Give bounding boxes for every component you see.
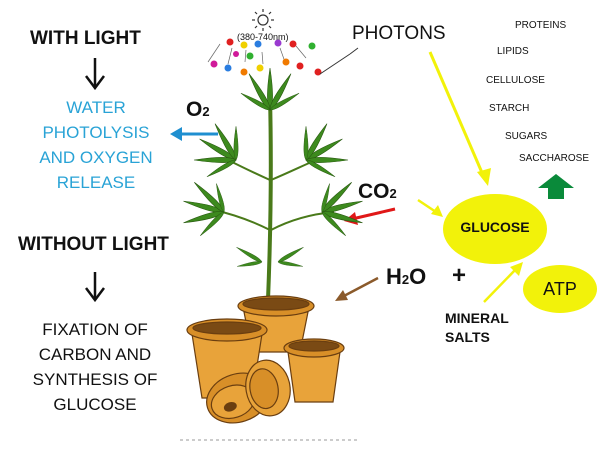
down-arrow-top: [85, 58, 105, 91]
photon-dot: [296, 62, 304, 70]
plus-sign: +: [452, 262, 467, 289]
co2-arrow: [344, 207, 396, 225]
fixation-line-2: CARBON AND: [38, 345, 152, 364]
green-up-arrow: [538, 174, 574, 199]
water-photolysis-text: WATER PHOTOLYSIS AND OXYGEN RELEASE: [36, 95, 156, 195]
photon-dot: [240, 41, 248, 49]
photon-dot: [289, 40, 297, 48]
fixation-text: FIXATION OF CARBON AND SYNTHESIS OF GLUC…: [14, 317, 176, 417]
down-arrow-bottom: [85, 272, 105, 303]
water-line-1: WATER: [66, 98, 126, 117]
mineral-line-1: MINERAL: [445, 310, 509, 326]
water-line-2: PHOTOLYSIS: [42, 123, 150, 142]
o2-main: O: [186, 98, 203, 121]
photon-dot: [308, 42, 316, 50]
h2o-h: H: [386, 264, 402, 289]
product-cellulose: CELLULOSE: [486, 75, 545, 86]
fixation-line-3: SYNTHESIS OF: [32, 370, 158, 389]
o2-label: O2: [186, 98, 210, 122]
photon-dot: [256, 64, 264, 72]
photon-dots: [207, 38, 359, 76]
fixation-line-4: GLUCOSE: [53, 395, 137, 414]
co2-subscript: 2: [389, 186, 397, 201]
atp-ellipse: [523, 265, 597, 313]
flower-pots: [186, 295, 345, 424]
h2o-o: O: [409, 264, 427, 289]
product-lipids: LIPIDS: [497, 46, 529, 57]
photon-dot: [246, 52, 254, 60]
product-starch: STARCH: [489, 103, 530, 114]
wavelength-range: (380-740nm): [237, 32, 289, 42]
fixation-line-1: FIXATION OF: [42, 320, 148, 339]
without-light-label: WITHOUT LIGHT: [18, 234, 169, 255]
photon-dot: [254, 40, 262, 48]
product-sugars: SUGARS: [505, 131, 548, 142]
product-proteins: PROTEINS: [515, 20, 567, 31]
water-line-4: RELEASE: [56, 173, 136, 192]
photon-dot: [226, 38, 234, 46]
mineral-salts-label: MINERAL SALTS: [445, 309, 509, 347]
plant-illustration: [182, 67, 364, 301]
photon-dot: [210, 60, 218, 68]
photon-dot: [282, 58, 290, 66]
mineral-line-2: SALTS: [445, 329, 490, 345]
sun-icon: [252, 9, 274, 31]
glucose-label: GLUCOSE: [460, 219, 530, 235]
photon-dot: [314, 68, 322, 76]
co2-glucose-arrow: [417, 198, 443, 217]
with-light-label: WITH LIGHT: [30, 28, 141, 49]
atp-label: ATP: [543, 279, 577, 299]
photon-dot: [224, 64, 232, 72]
photons-label: PHOTONS: [352, 23, 446, 44]
photon-dot: [233, 51, 239, 57]
h2o-label: H2O: [386, 264, 426, 290]
glucose-ellipse: [443, 194, 547, 264]
co2-main: CO: [358, 180, 390, 203]
h2o-subscript: 2: [401, 272, 410, 287]
product-saccharose: SACCHAROSE: [519, 153, 590, 164]
co2-label: CO2: [358, 180, 397, 204]
photon-dot: [274, 39, 282, 47]
o2-arrow: [170, 127, 218, 141]
water-line-3: AND OXYGEN: [39, 148, 153, 167]
h2o-arrow: [335, 276, 379, 301]
minerals-glucose-arrow: [483, 262, 523, 303]
o2-subscript: 2: [202, 104, 210, 119]
photon-dot: [240, 68, 248, 76]
photons-arrow: [428, 51, 491, 186]
